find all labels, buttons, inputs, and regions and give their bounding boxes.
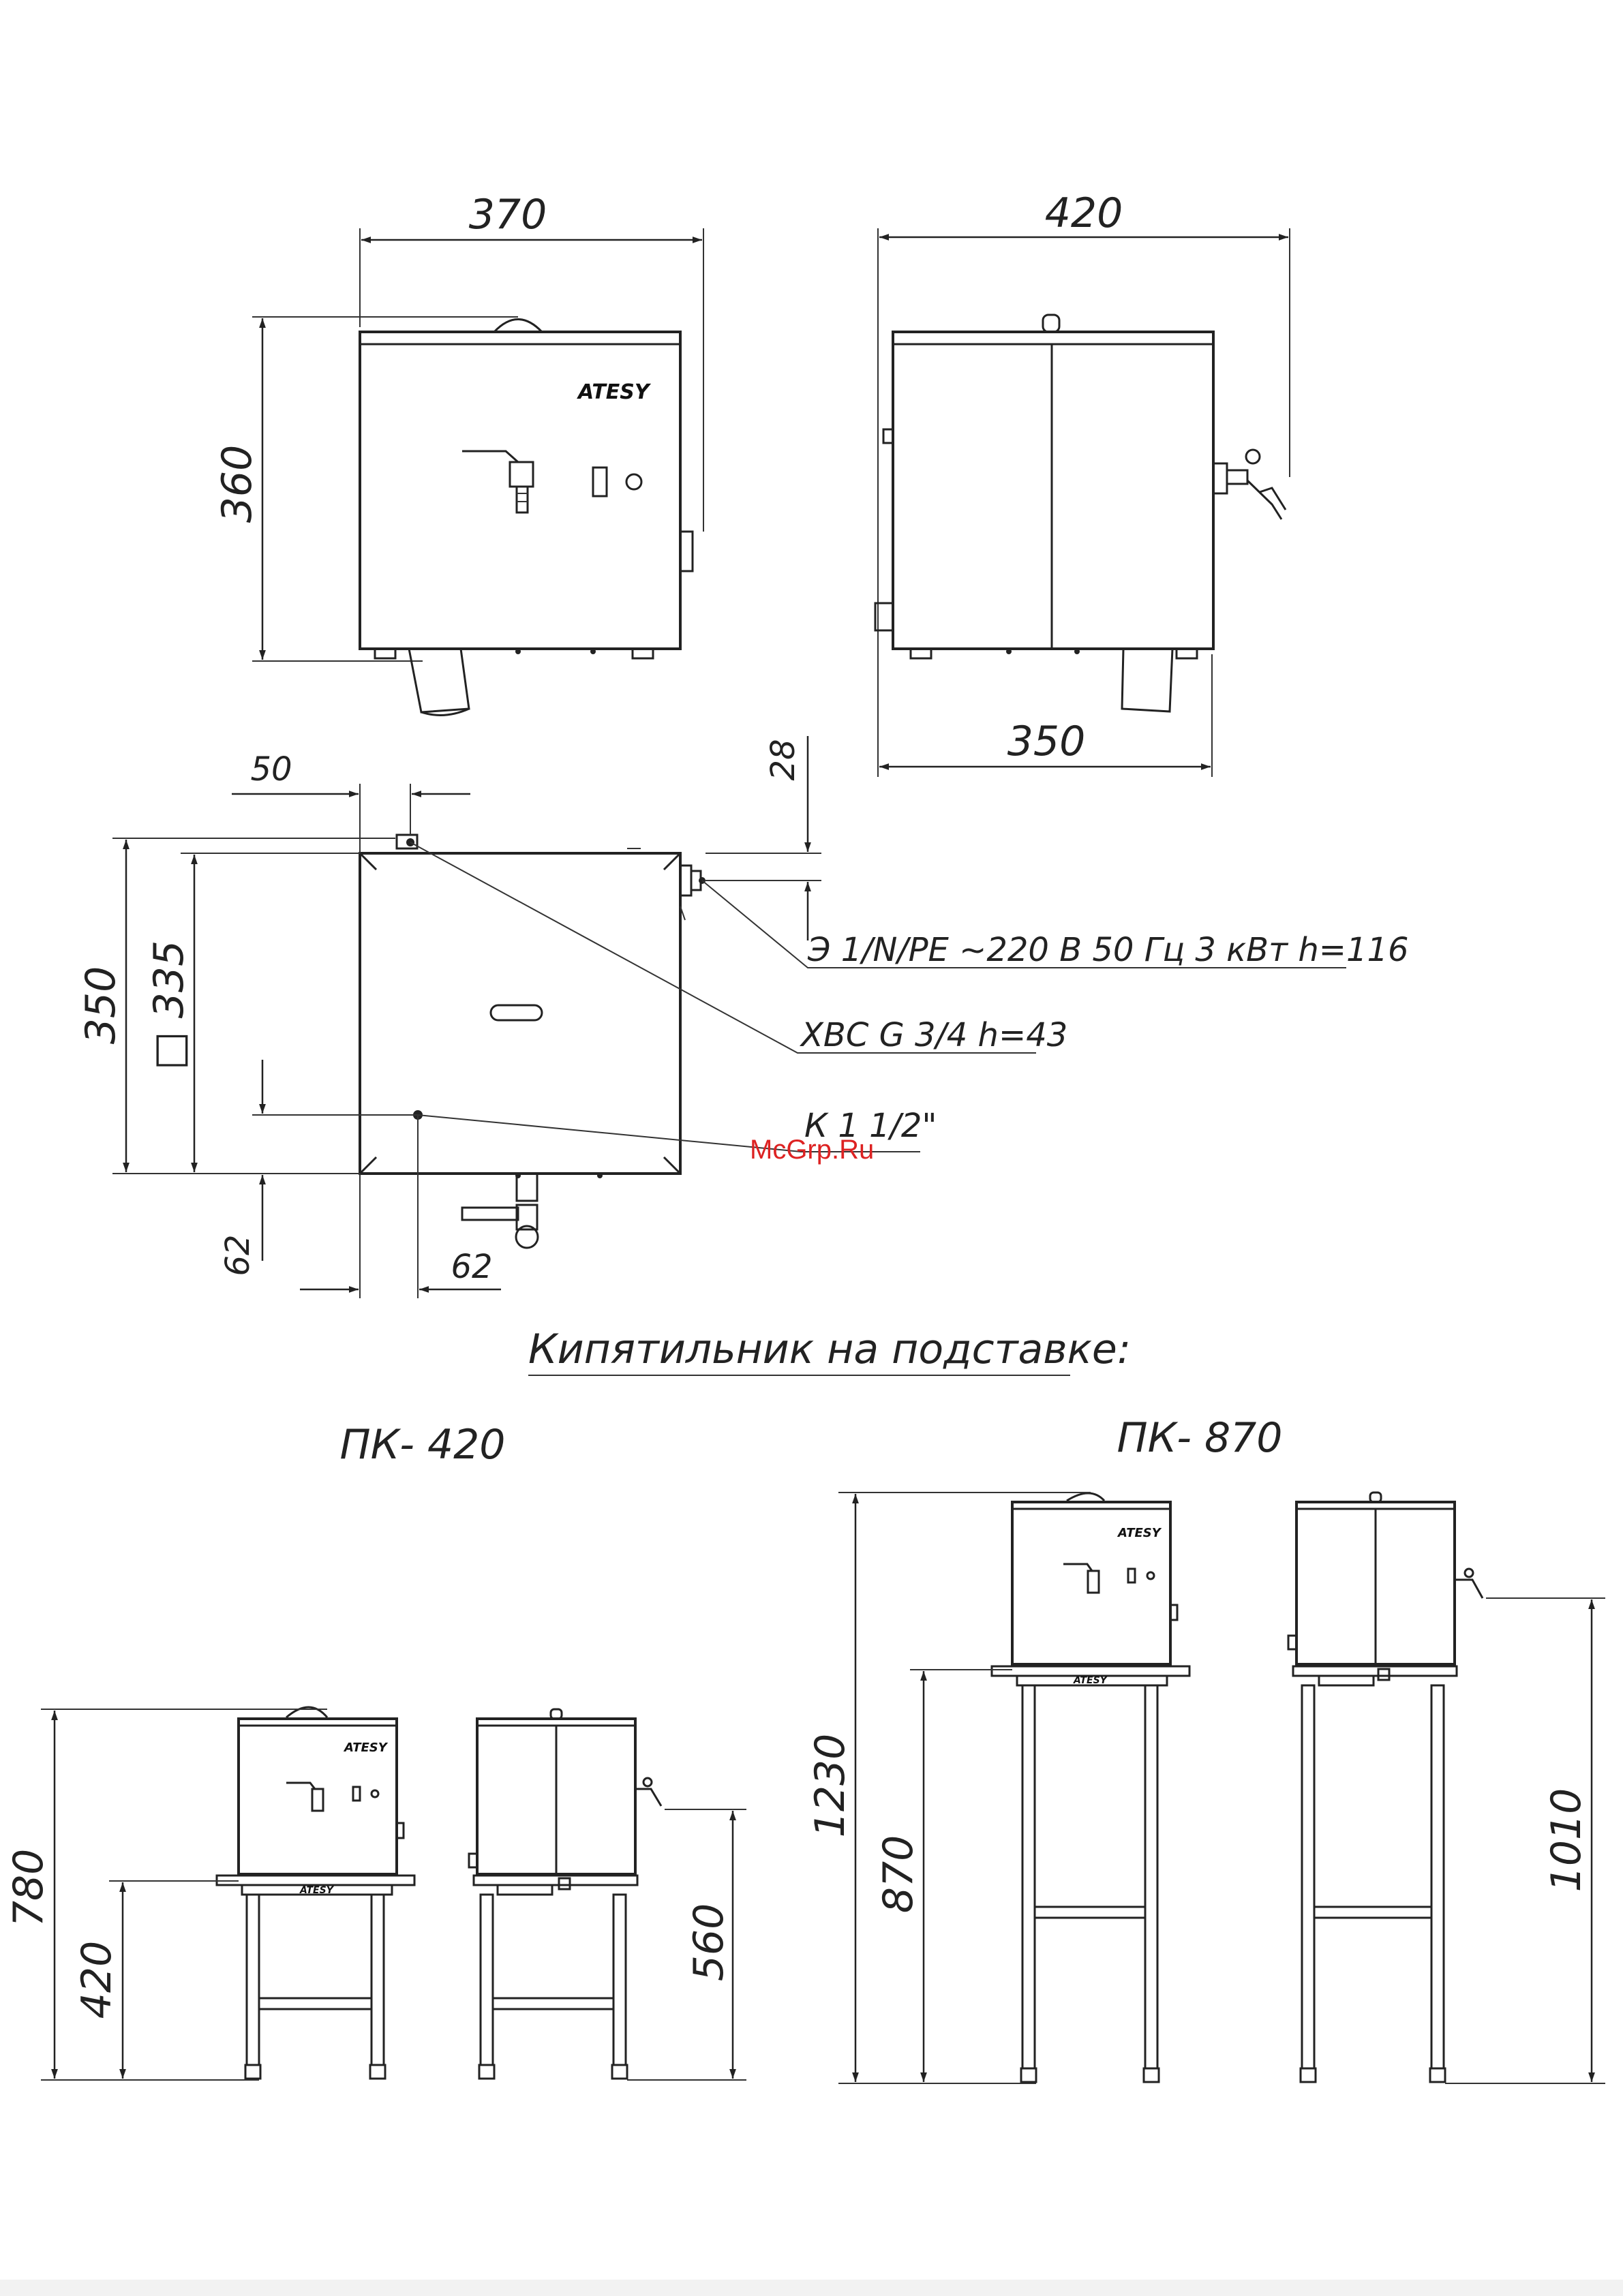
front-width-dim: 370 — [469, 191, 547, 239]
plan-offset-50-dim: 50 — [250, 750, 292, 789]
plan-depth-350-dim: 350 — [77, 966, 125, 1045]
stand-420-height-dim: 420 — [73, 1941, 121, 2019]
watermark: McGrp.Ru — [750, 1135, 874, 1165]
stand-870-tap-dim: 1010 — [1543, 1788, 1590, 1893]
section-title: Кипятильник на подставке: — [528, 1326, 1131, 1373]
front-height-dim: 360 — [213, 445, 261, 523]
plan-inner-335-dim: □ 335 — [145, 940, 193, 1070]
lid-handle-icon — [494, 320, 542, 333]
boiler-body — [360, 332, 680, 649]
stand-870-brand: ATESY — [1117, 1526, 1162, 1540]
plan-view: 50 28 350 □ 335 62 62 Э 1/N/PE ~220 В 50… — [77, 736, 1409, 1298]
side-view: 420 350 — [875, 189, 1290, 777]
callout-power: Э 1/N/PE ~220 В 50 Гц 3 кВт h=116 — [807, 931, 1409, 969]
svg-text:ATESY: ATESY — [299, 1885, 335, 1896]
stand-420-brand: ATESY — [343, 1741, 389, 1755]
plan-drain-y-dim: 62 — [219, 1234, 257, 1276]
stand-420-tap-dim: 560 — [685, 1903, 733, 1982]
stand-870-total-dim: 1230 — [806, 1734, 854, 1838]
stand-870-height-dim: 870 — [875, 1835, 922, 1914]
plan-drain-x-dim: 62 — [451, 1248, 492, 1286]
callout-cold-water: ХВС G 3/4 h=43 — [799, 1016, 1067, 1054]
front-view: 370 360 ATESY — [213, 191, 703, 715]
plan-tap-icon — [462, 1174, 538, 1248]
stand-870-label: ПК- 870 — [1117, 1414, 1283, 1462]
page-bottom-strip — [0, 2280, 1623, 2296]
stand-420-total-dim: 780 — [5, 1849, 52, 1927]
stand-pk-870: ПК- 870 ATESY ATESY — [806, 1414, 1605, 2083]
stand-420-label: ПК- 420 — [340, 1421, 506, 1469]
side-bottom-width-dim: 350 — [1007, 718, 1086, 765]
stand-pk-420: ПК- 420 ATESY ATESY — [5, 1421, 746, 2080]
svg-text:ATESY: ATESY — [1073, 1675, 1108, 1686]
plan-offset-28-dim: 28 — [764, 739, 802, 780]
side-tap-icon — [1213, 450, 1286, 519]
brand-logo: ATESY — [577, 380, 652, 404]
side-width-dim: 420 — [1045, 189, 1123, 237]
boiler-body-side — [893, 332, 1213, 649]
